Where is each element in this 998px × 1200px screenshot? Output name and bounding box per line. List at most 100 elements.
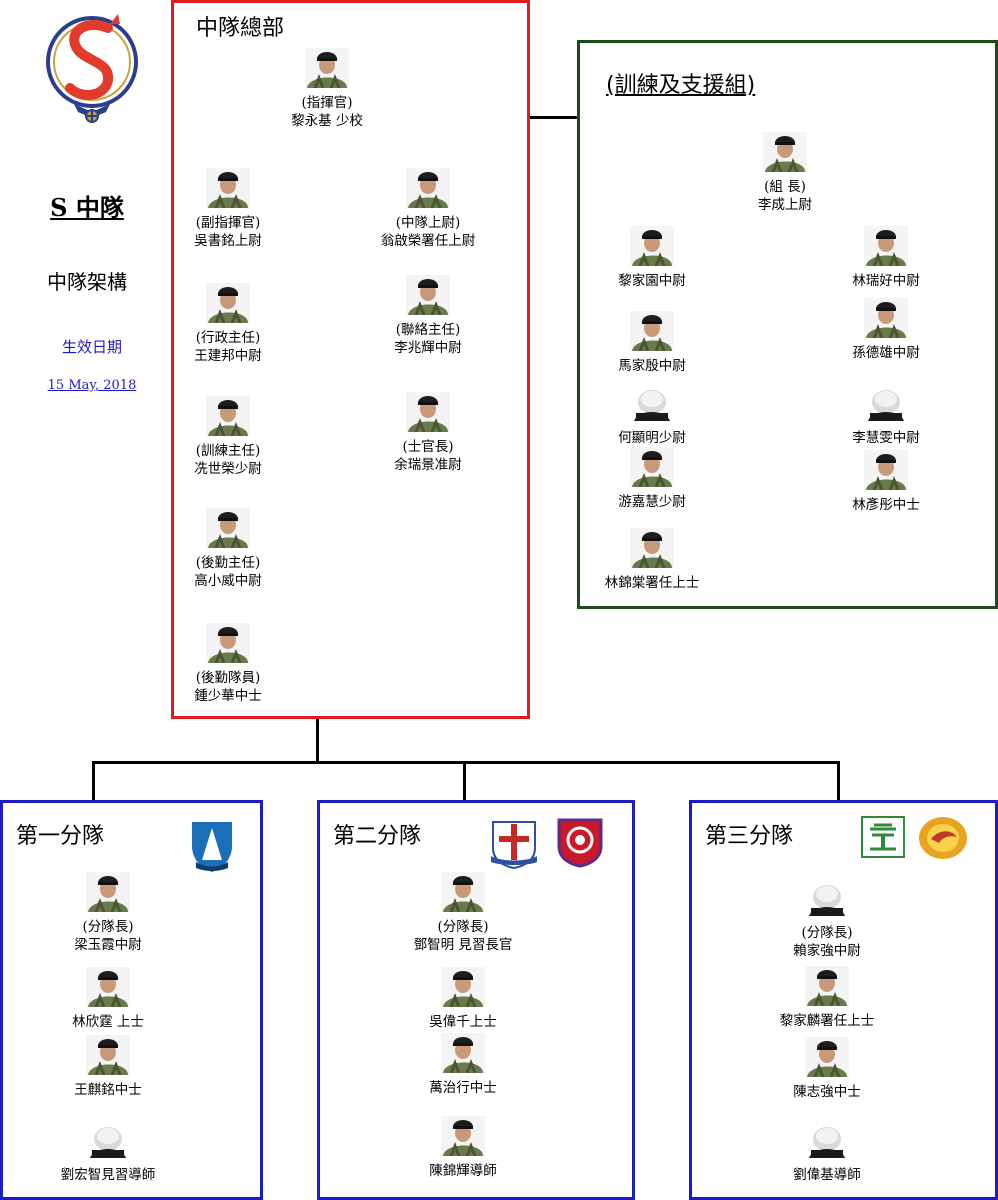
connector-hq-down: [316, 719, 319, 763]
tree-logo-icon: [861, 816, 905, 858]
training-title: (訓練及支援組): [606, 73, 756, 98]
placeholder-person-icon: [634, 390, 670, 421]
member-photo-icon: [441, 1116, 485, 1156]
squad-2-title: 第二分隊: [333, 824, 422, 849]
member-name: 林瑞好中尉: [852, 273, 920, 289]
shield-logo-icon: [192, 822, 232, 872]
squad-3-school-logo-b: [917, 815, 969, 865]
hq-member: (指揮官)黎永基 少校: [252, 48, 402, 130]
member-role: (訓練主任): [195, 443, 261, 459]
member-name: 萬治行中士: [429, 1080, 497, 1096]
hq-box: [171, 0, 530, 719]
member-photo-icon: [406, 275, 450, 315]
member-photo-icon: [441, 967, 485, 1007]
squad-3-member: 陳志強中士: [752, 1037, 902, 1101]
hq-member: (後勤隊員) 鍾少華中士: [153, 623, 303, 705]
member-name: 李慧雯中尉: [852, 430, 920, 446]
member-name: 王麒銘中士: [74, 1082, 142, 1098]
member-photo-icon: [630, 311, 674, 351]
squad-2-member: (分隊長)鄧智明 見習長官: [388, 872, 538, 954]
member-name: 高小威中尉: [194, 573, 262, 589]
member-name: 鍾少華中士: [194, 688, 262, 704]
hq-member: (後勤主任) 高小威中尉: [153, 508, 303, 590]
member-name: 馬家殷中尉: [618, 358, 686, 374]
member-name: 劉偉基導師: [793, 1167, 861, 1183]
training-member: 林瑞好中尉: [811, 226, 961, 290]
placeholder-person-icon: [809, 1127, 845, 1158]
training-member: 游嘉慧少尉: [577, 447, 727, 511]
squad-2-school-logo-a: [487, 816, 541, 874]
member-name: 林彥彤中士: [852, 497, 920, 513]
training-member: 孫德雄中尉: [811, 298, 961, 362]
crest-logo-icon: [557, 818, 603, 868]
member-name: 翁啟榮署任上尉: [380, 233, 476, 249]
member-name: 賴家強中尉: [793, 943, 861, 959]
company-emblem: [44, 4, 140, 130]
hq-title: 中隊總部: [196, 16, 285, 41]
placeholder-person-icon: [809, 885, 845, 916]
dragon-emblem-icon: [46, 14, 138, 123]
flame-logo-icon: [919, 817, 967, 859]
member-role: (組 長): [764, 179, 806, 195]
hq-member: (副指揮官)吳書銘上尉: [153, 168, 303, 250]
training-member: 林錦棠署任上士: [577, 528, 727, 592]
squad-2-member: 陳錦輝導師: [388, 1116, 538, 1180]
placeholder-person-icon: [868, 390, 904, 421]
squad-2-member: 吳偉千上士: [388, 967, 538, 1031]
connector-squad-2: [463, 761, 466, 800]
member-photo-icon: [406, 168, 450, 208]
member-name: 林錦棠署任上士: [604, 575, 700, 591]
member-name: 黎家麟署任上士: [779, 1013, 875, 1029]
squad-3-title: 第三分隊: [705, 824, 794, 849]
member-photo-icon: [86, 967, 130, 1007]
member-photo-icon: [864, 450, 908, 490]
member-role: (後勤隊員): [195, 670, 261, 686]
effective-date-value[interactable]: 15 May, 2018: [47, 378, 137, 393]
member-photo-icon: [86, 872, 130, 912]
training-member: 李慧雯中尉: [811, 383, 961, 447]
member-role: (副指揮官): [195, 215, 261, 231]
member-photo-icon: [763, 132, 807, 172]
squad-1-member: 劉宏智見習導師: [33, 1120, 183, 1184]
hq-member: (聯絡主任)李兆輝中尉: [353, 275, 503, 357]
member-photo-icon: [864, 226, 908, 266]
squad-1-member: 王麒銘中士: [33, 1035, 183, 1099]
member-role: (分隊長): [82, 919, 134, 935]
training-box: [577, 40, 998, 609]
member-photo-icon: [630, 226, 674, 266]
member-photo-icon: [805, 1037, 849, 1077]
member-name: 李成上尉: [758, 197, 812, 213]
member-photo-icon: [305, 48, 349, 88]
member-photo-icon: [805, 966, 849, 1006]
squad-3-member: 劉偉基導師: [752, 1120, 902, 1184]
effective-date-link[interactable]: 生效日期: [61, 338, 122, 356]
placeholder-person-icon: [90, 1127, 126, 1158]
training-member: (組 長) 李成上尉: [710, 132, 860, 214]
member-photo-icon: [86, 1035, 130, 1075]
member-role: (後勤主任): [195, 555, 261, 571]
member-photo-icon: [441, 872, 485, 912]
member-name: 王建邦中尉: [194, 348, 262, 364]
structure-label: 中隊架構: [47, 270, 127, 294]
squad-1-member: (分隊長)梁玉霞中尉: [33, 872, 183, 954]
member-photo-icon: [441, 1033, 485, 1073]
company-title: S 中隊: [50, 193, 124, 222]
member-role: (指揮官): [301, 95, 353, 111]
squad-2-school-logo-b: [553, 814, 607, 872]
member-name: 劉宏智見習導師: [60, 1167, 156, 1183]
member-name: 陳錦輝導師: [429, 1163, 497, 1179]
member-photo-icon: [864, 298, 908, 338]
member-name: 吳偉千上士: [429, 1014, 497, 1030]
member-name: 冼世榮少尉: [194, 461, 262, 477]
member-name: 李兆輝中尉: [394, 340, 462, 356]
hq-member: (士官長)余瑞景准尉: [353, 392, 503, 474]
hq-member: (行政主任) 王建邦中尉: [153, 283, 303, 365]
squad-3-member: (分隊長)賴家強中尉: [752, 878, 902, 960]
member-name: 余瑞景准尉: [394, 457, 462, 473]
member-photo-icon: [206, 168, 250, 208]
member-name: 林欣霆 上士: [72, 1014, 144, 1030]
member-photo-icon: [206, 396, 250, 436]
member-role: (行政主任): [195, 330, 261, 346]
squad-3-school-logo-a: [860, 815, 906, 863]
squad-1-school-logo: [188, 818, 236, 878]
